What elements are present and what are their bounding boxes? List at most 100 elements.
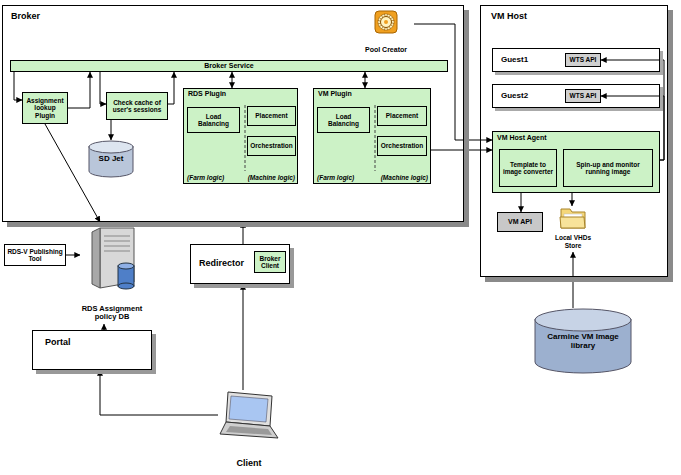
db-top [118, 263, 134, 269]
node-label: Portal [45, 337, 71, 347]
dashed-divider [245, 105, 246, 171]
connector-arrow [573, 252, 574, 308]
node-label: WTS API [570, 92, 597, 99]
pool-creator: Pool Creator [358, 10, 414, 54]
connector-arrow [100, 370, 218, 415]
db-bottom [118, 283, 134, 289]
process-box: Template to image converter [499, 149, 557, 187]
node-label: Carmine VM Image library [536, 332, 630, 350]
gear-tooth [379, 15, 392, 28]
process-box: Check cache of user's sessions [106, 92, 168, 120]
node-label: Client [218, 458, 280, 468]
cylinder-top [535, 309, 631, 331]
logic-box: Orchestration [247, 136, 296, 156]
logic-box: Placement [247, 106, 296, 126]
laptop-screen [229, 396, 268, 422]
cylinder-top [89, 141, 133, 153]
connector-arrow [168, 72, 174, 104]
client-laptop: Client [218, 390, 280, 470]
icon-tile [375, 11, 397, 33]
node-label: Pool Creator [358, 46, 414, 54]
node-label: SD Jet [99, 154, 124, 163]
node-label: VM Plugin [318, 90, 352, 98]
server-slot [104, 246, 130, 247]
node-label: Assignment lookup Plugin [25, 97, 65, 119]
client-box: Broker Client [254, 251, 286, 273]
guest-box: Guest1 WTS API [492, 48, 660, 72]
node-label: Placement [386, 112, 419, 119]
node-label: Guest2 [501, 91, 528, 100]
logic-box: Placement [377, 106, 427, 126]
plugin-box: Assignment lookup Plugin [22, 92, 68, 124]
api-box: WTS API [565, 53, 601, 67]
logic-box: Load Balancing [317, 107, 370, 133]
node-label: Load Balancing [320, 113, 367, 128]
plugin-box: VM Plugin(Farm logic)(Machine logic)Load… [313, 88, 431, 184]
node-label: RDS Plugin [188, 90, 226, 98]
node-label: WTS API [570, 56, 597, 63]
node-note: (Farm logic) [187, 174, 224, 181]
broker-panel: BrokerPool CreatorBroker ServiceAssignme… [2, 5, 464, 222]
node-label: Check cache of user's sessions [109, 99, 165, 114]
logic-box: Orchestration [377, 136, 427, 156]
redirector-box: Redirector Broker Client [190, 244, 290, 284]
node-label: Broker [11, 11, 40, 21]
node-label: Local VHDs Store [550, 234, 596, 249]
folder-front [560, 217, 585, 228]
node-label: Template to image converter [502, 161, 554, 176]
node-label: RDS-V Publishing Tool [7, 248, 63, 263]
node-label: RDS Assignment policy DB [80, 305, 144, 322]
folder-store: Local VHDs Store [550, 206, 596, 252]
node-label: Orchestration [250, 142, 293, 149]
connector-arrow [68, 72, 90, 108]
gear-tooth [379, 15, 392, 28]
connector-arrow [243, 284, 244, 390]
dashed-divider [375, 105, 376, 171]
node-label: Redirector [199, 258, 244, 268]
node-label: VM API [508, 218, 532, 226]
process-box: Spin-up and monitor running image [563, 149, 653, 187]
tool-box: RDS-V Publishing Tool [4, 244, 66, 266]
portal-box: Portal [32, 330, 152, 370]
node-label: Broker Service [204, 62, 253, 70]
node-label: Broker Client [257, 255, 283, 270]
folder-shape [561, 209, 585, 228]
connector-arrow [111, 120, 112, 140]
gear-hole [384, 20, 388, 24]
guest-box: Guest2 WTS API [492, 84, 660, 108]
node-label: Spin-up and monitor running image [566, 161, 650, 176]
agent-box: VM Host AgentTemplate to image converter… [492, 131, 660, 193]
server-slot [104, 241, 130, 242]
database-cylinder: SD Jet [88, 140, 134, 178]
service-band: Broker Service [10, 60, 448, 72]
server-slot [104, 251, 130, 252]
library-cylinder: Carmine VM Image library [534, 308, 632, 374]
server-slot [104, 236, 130, 237]
api-box: VM API [497, 212, 543, 232]
node-note: (Farm logic) [317, 174, 354, 181]
connector-arrow [14, 72, 22, 100]
connector-arrow [232, 72, 233, 88]
host-panel: VM HostGuest1WTS APIGuest2WTS APIVM Host… [480, 5, 668, 277]
connector-arrow [243, 222, 244, 244]
logic-box: Load Balancing [187, 107, 240, 133]
node-label: VM Host [491, 11, 527, 21]
laptop-keys [226, 426, 272, 435]
gear-hub [381, 17, 392, 28]
server-front [92, 228, 100, 288]
plugin-box: RDS Plugin (Farm logic) (Machine logic) Loa… [183, 88, 298, 184]
connector-arrow [66, 255, 80, 256]
api-box: WTS API [565, 89, 601, 103]
connector-arrow [427, 150, 492, 151]
server-db: RDS Assignment policy DB [80, 222, 144, 324]
laptop-lid [226, 392, 272, 426]
node-note: (Machine logic) [248, 174, 295, 181]
laptop-base [220, 422, 278, 438]
node-label: Load Balancing [190, 113, 237, 128]
node-label: Guest1 [501, 55, 528, 64]
connector-arrow [365, 72, 366, 88]
server-side [100, 228, 134, 288]
node-label: Placement [255, 112, 288, 119]
node-label: VM Host Agent [497, 134, 547, 142]
